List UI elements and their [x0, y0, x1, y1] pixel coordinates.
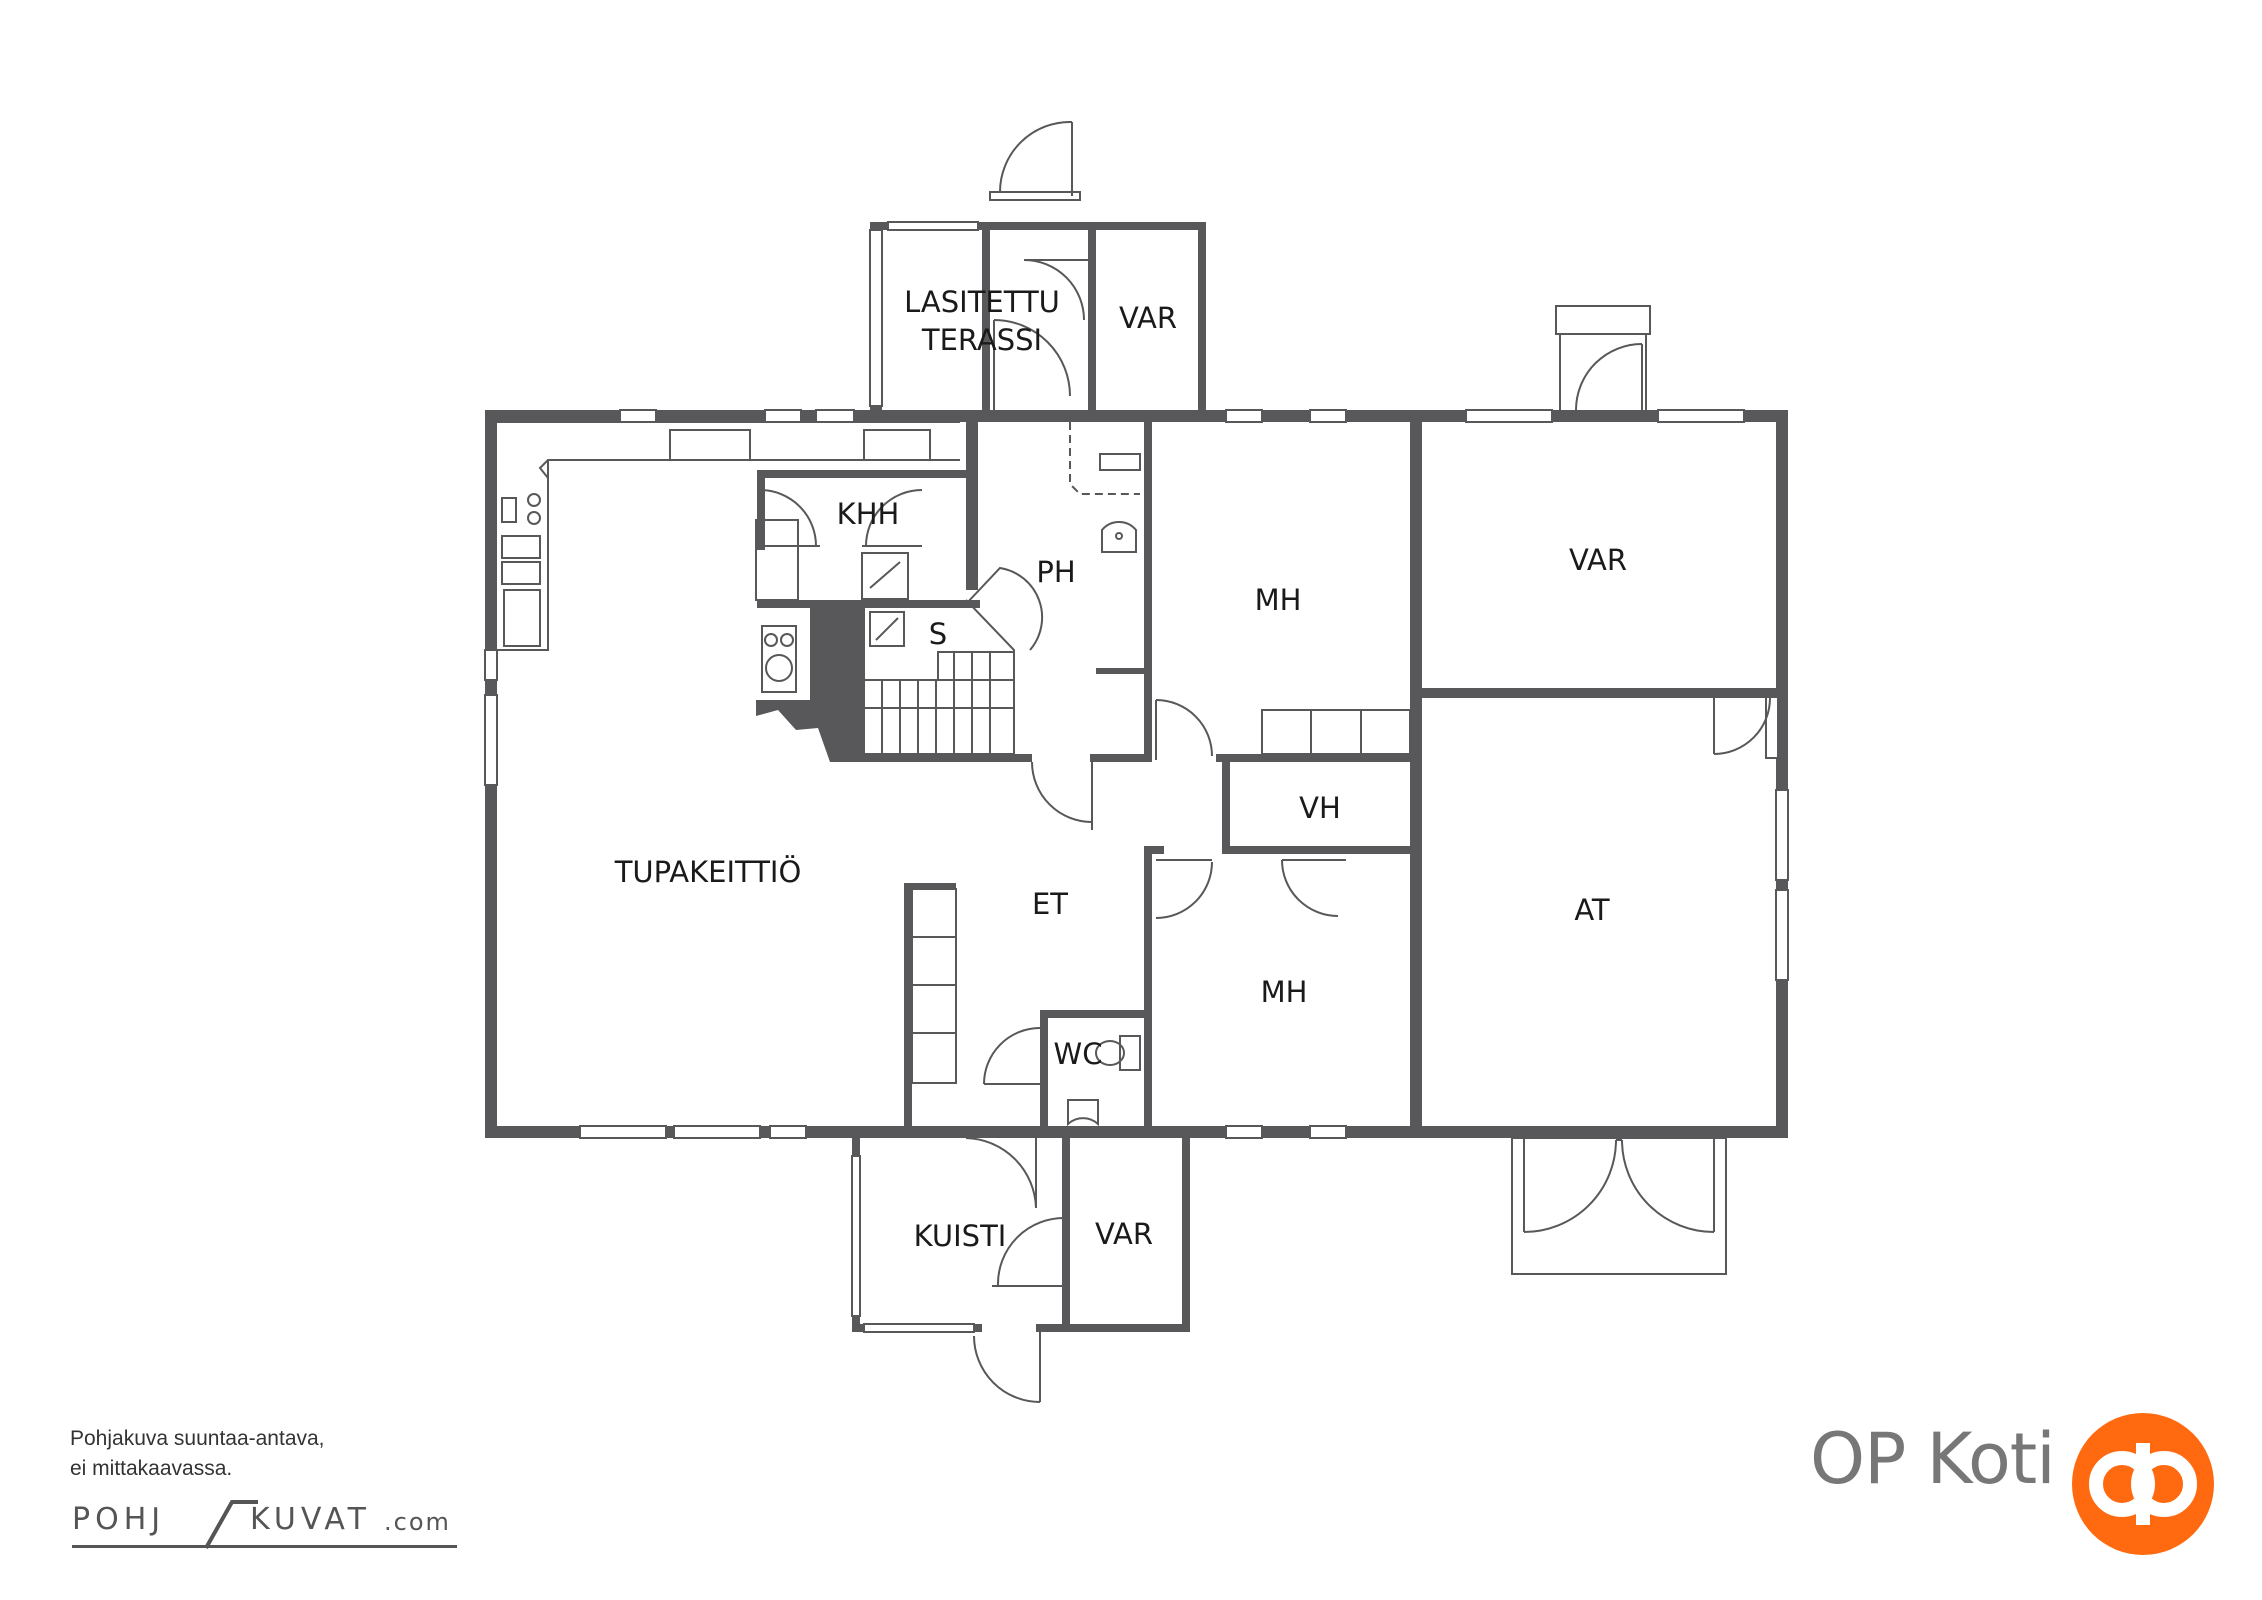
label-var-bottom: VAR [1095, 1217, 1153, 1251]
maker-underline [72, 1545, 457, 1548]
disclaimer-line-1: Pohjakuva suuntaa-antava, [70, 1427, 325, 1450]
bathroom-fixtures [1069, 422, 1141, 553]
var-entrance [1555, 305, 1651, 411]
label-ph: PH [1036, 555, 1075, 589]
label-lasitettu-terassi-2: TERASSI [921, 323, 1042, 357]
label-var-right: VAR [1569, 543, 1627, 577]
op-logo-icon [2072, 1413, 2214, 1555]
terrace-block [869, 120, 1206, 416]
arch-icon [204, 1500, 258, 1549]
label-khh: KHH [837, 497, 900, 531]
label-kuisti: KUISTI [914, 1219, 1007, 1253]
interior-walls [756, 410, 1788, 1138]
disclaimer-line-2: ei mittakaavassa. [70, 1457, 233, 1480]
label-var-top: VAR [1119, 301, 1177, 335]
maker-text-part2: KUVAT [250, 1502, 371, 1537]
label-lasitettu-terassi-1: LASITETTU [904, 285, 1060, 319]
brand-name: OP Koti [1810, 1418, 2056, 1500]
label-vh: VH [1299, 791, 1341, 825]
stairs [861, 566, 1044, 755]
label-tupakeittio: TUPAKEITTIÖ [614, 855, 802, 889]
label-at: AT [1574, 893, 1610, 927]
maker-text-part1: POHJ [72, 1502, 166, 1537]
room-labels: LASITETTU TERASSI VAR VAR KHH PH S MH TU… [614, 285, 1627, 1253]
label-s: S [929, 617, 947, 651]
label-mh-upper: MH [1255, 583, 1302, 617]
pohjakuvat-logo: POHJ KUVAT .com [72, 1500, 457, 1552]
doors [983, 697, 1771, 1127]
porch-block [851, 1136, 1190, 1403]
khh-fixtures [759, 489, 923, 647]
maker-text-suffix: .com [384, 1508, 451, 1536]
label-mh-lower: MH [1261, 975, 1308, 1009]
disclaimer-note: Pohjakuva suuntaa-antava, ei mittakaavas… [70, 1424, 325, 1484]
windows [484, 409, 1789, 1139]
wardrobes [911, 709, 1411, 1084]
label-wc: WC [1054, 1037, 1103, 1071]
garage-door [1511, 1137, 1727, 1275]
label-et: ET [1032, 887, 1068, 921]
exterior-walls [485, 410, 1788, 1138]
kitchen-counters [497, 421, 960, 693]
